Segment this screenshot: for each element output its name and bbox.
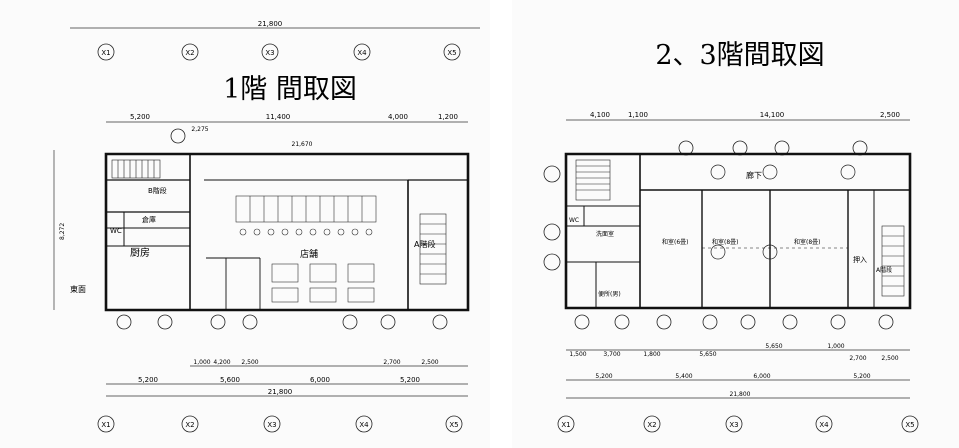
f2-bottom-dim-7: 2,700 — [849, 355, 866, 362]
f2-top-dim-3: 14,100 — [760, 111, 785, 119]
floor-2-3-plan-drawing: 2、3階間取図 4,100 1,100 14,100 2,500 — [543, 40, 919, 433]
bottom-dim-c: 2,500 — [241, 359, 258, 366]
floor-1-walls — [104, 152, 470, 312]
top-dim-3: 4,000 — [388, 113, 408, 121]
f2-bottom-dim-1: 1,500 — [569, 351, 586, 358]
bottom-dim-g: 5,600 — [220, 376, 240, 384]
f2-grid-bubble-x3: X3 — [729, 421, 738, 429]
f2-bottom-dim-2: 3,700 — [603, 351, 620, 358]
bottom-dim-b: 4,200 — [213, 359, 230, 366]
wall-grid-bubbles — [116, 314, 448, 330]
bottom-dim-h: 6,000 — [310, 376, 330, 384]
f2-bottom-dim-11: 6,000 — [753, 373, 770, 380]
overall-top-dim: 21,800 — [258, 20, 283, 28]
f2-bottom-dim-5: 5,650 — [765, 343, 782, 350]
f2-bottom-wall-bubbles — [574, 314, 894, 330]
f2-top-dim-1: 4,100 — [590, 111, 610, 119]
stair-a-treads — [419, 213, 447, 285]
floor-2-3-title: 2、3階間取図 — [655, 40, 824, 71]
grid-bubble-x3-top: X3 — [265, 49, 274, 57]
left-dim: 8,272 — [59, 223, 66, 240]
f2-stair-right — [881, 225, 905, 297]
f2-grid-bubble-x4: X4 — [819, 421, 829, 429]
f2-overall-dim: 21,800 — [730, 391, 751, 398]
floor-2-3-plan-sheet: 2、3階間取図 4,100 1,100 14,100 2,500 — [512, 0, 959, 448]
f2-bottom-dim-12: 5,200 — [853, 373, 870, 380]
f2-wash-label: 洗面室 — [596, 230, 614, 238]
f2-stair-label: A階段 — [876, 266, 892, 274]
f2-grid-bubble-x2: X2 — [647, 421, 656, 429]
stair-b-treads — [111, 159, 161, 179]
f2-grid-bubble-x5: X5 — [905, 421, 914, 429]
grid-bubble-x5-bottom: X5 — [449, 421, 458, 429]
grid-bubble-x1-top: X1 — [101, 49, 110, 57]
bottom-dim-f: 5,200 — [138, 376, 158, 384]
storage-label: 倉庫 — [142, 215, 156, 224]
counter-and-seats — [235, 195, 377, 236]
f2-grid-bottom-bubbles: X1 X2 X3 X4 X5 — [557, 415, 919, 433]
bottom-dim-a: 1,000 — [193, 359, 210, 366]
grid-bubble-x4-top: X4 — [357, 49, 367, 57]
hall-label: 店舗 — [300, 248, 318, 260]
f2-top-dim-4: 2,500 — [880, 111, 900, 119]
f2-column-marks — [710, 164, 856, 260]
floor-1-plan-drawing: 21,800 X1 X2 X3 X4 X5 1階 間取図 5,200 11,40… — [53, 20, 480, 433]
grid-bubble-x4-bottom: X4 — [359, 421, 369, 429]
bottom-dim-e: 2,500 — [421, 359, 438, 366]
wc-label: WC — [110, 227, 122, 235]
inner-top-dim: 21,670 — [292, 141, 313, 148]
f2-bottom-dim-10: 5,400 — [675, 373, 692, 380]
grid-bubble-x3-bottom: X3 — [267, 421, 276, 429]
kitchen-label: 厨房 — [130, 246, 150, 259]
bottom-dim-i: 5,200 — [400, 376, 420, 384]
overall-bottom-dim: 21,800 — [268, 388, 293, 396]
f2-bottom-dim-8: 2,500 — [881, 355, 898, 362]
grid-bubble-x2-top: X2 — [185, 49, 194, 57]
bottom-dim-d: 2,700 — [383, 359, 400, 366]
f2-bottom-dim-9: 5,200 — [595, 373, 612, 380]
grid-top-bubbles: X1 X2 X3 X4 X5 — [97, 43, 461, 61]
f2-room-left-label: 和室(6畳) — [662, 238, 689, 246]
top-dim-1: 5,200 — [130, 113, 150, 121]
f2-corridor-label: 廊下 — [746, 170, 762, 180]
top-small-dim: 2,275 — [191, 126, 208, 133]
top-dim-4: 1,200 — [438, 113, 458, 121]
grid-bubble-x5-top: X5 — [447, 49, 456, 57]
f2-room-mid-label: 和室(8畳) — [712, 238, 739, 246]
grid-bottom-bubbles: X1 X2 X3 X4 X5 — [97, 415, 463, 433]
tables — [271, 263, 375, 303]
f2-bottom-dim-6: 1,000 — [827, 343, 844, 350]
side-label: 東面 — [70, 284, 86, 294]
stair-b-label: B階段 — [148, 186, 167, 195]
f2-wc-label: WC — [569, 217, 579, 224]
f2-stair-left — [575, 159, 611, 201]
f2-top-dim-2: 1,100 — [628, 111, 648, 119]
f2-bottom-dim-4: 5,650 — [699, 351, 716, 358]
f2-toilet-label: 便所(男) — [598, 290, 621, 298]
grid-bubble-x1-bottom: X1 — [101, 421, 110, 429]
f2-closet-label: 押入 — [853, 255, 867, 264]
top-dim-2: 11,400 — [266, 113, 291, 121]
f2-grid-bubble-x1: X1 — [561, 421, 570, 429]
f2-room-right-label: 和室(8畳) — [794, 238, 821, 246]
grid-bubble-x2-bottom: X2 — [185, 421, 194, 429]
stair-a-label: A階段 — [414, 239, 435, 249]
f2-bottom-dim-3: 1,800 — [643, 351, 660, 358]
floor-1-title: 1階 間取図 — [223, 74, 357, 105]
floor-1-plan-sheet: 21,800 X1 X2 X3 X4 X5 1階 間取図 5,200 11,40… — [53, 20, 480, 433]
floor-2-walls — [564, 152, 912, 310]
